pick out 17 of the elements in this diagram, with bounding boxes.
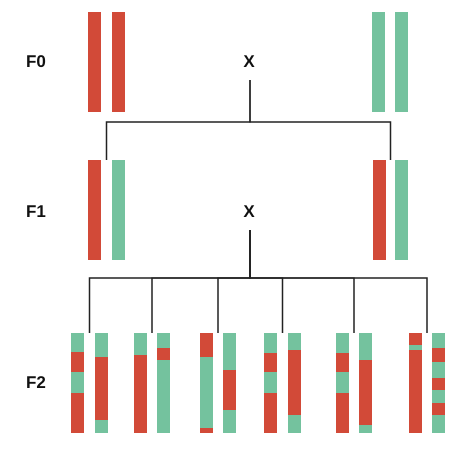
generation-label: F1 <box>26 202 46 222</box>
chromosome-pair <box>372 12 408 112</box>
chromosome-pair <box>134 333 170 433</box>
chromosome-pair <box>200 333 236 433</box>
generation-label: F0 <box>26 52 46 72</box>
chromosome-pair <box>409 333 445 433</box>
chromosome-pair <box>88 12 125 112</box>
connector-line <box>249 80 392 160</box>
chromosome-pair <box>264 333 301 433</box>
connector-line <box>249 230 428 333</box>
chromosome-pair <box>336 333 372 433</box>
chromosome-pair <box>71 333 108 433</box>
cross-symbol: X <box>238 202 260 222</box>
cross-symbol: X <box>238 52 260 72</box>
chromosome-pair <box>88 160 125 260</box>
generation-label: F2 <box>26 373 46 393</box>
chromosome-pair <box>373 160 408 260</box>
